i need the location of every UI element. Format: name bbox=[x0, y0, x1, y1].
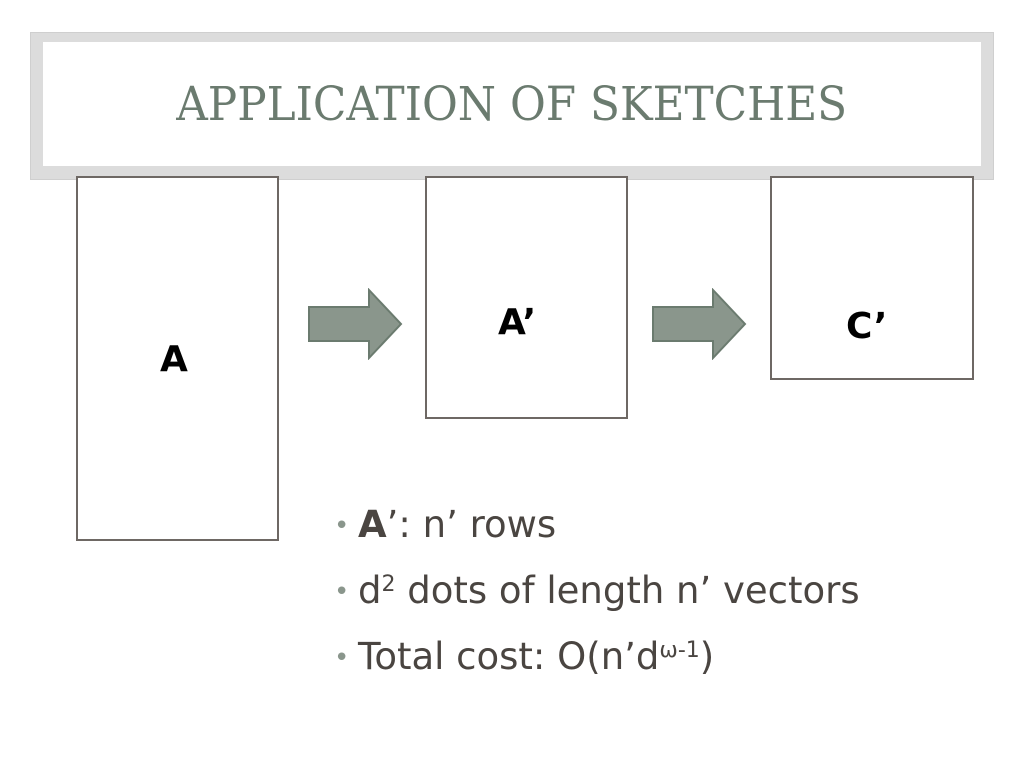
matrix-a-prime-label: A’ bbox=[498, 302, 537, 343]
right-arrow-icon bbox=[308, 288, 403, 360]
matrix-c-prime-label: C’ bbox=[846, 306, 888, 347]
matrix-c-prime-box bbox=[770, 176, 974, 380]
bullet-text: d bbox=[358, 569, 382, 612]
bullet-item: • Total cost: O(n’dω-1) bbox=[334, 632, 1014, 698]
slide-title: APPLICATION OF SKETCHES bbox=[176, 76, 848, 132]
matrix-a-label: A bbox=[160, 339, 188, 380]
bullet-superscript: ω-1 bbox=[659, 638, 700, 663]
matrix-a-box bbox=[76, 176, 279, 541]
bullet-icon: • bbox=[334, 577, 350, 607]
bullet-text: Total cost: O(n’d bbox=[358, 635, 660, 678]
bullet-text: ’: n’ rows bbox=[386, 503, 557, 546]
matrix-a-prime-box bbox=[425, 176, 628, 419]
bullet-item: • A’: n’ rows bbox=[334, 500, 1014, 566]
bullet-item: • d2 dots of length n’ vectors bbox=[334, 566, 1014, 632]
bullet-text-after: dots of length n’ vectors bbox=[395, 569, 860, 612]
title-box: APPLICATION OF SKETCHES bbox=[43, 42, 981, 166]
bullet-bold-text: A bbox=[358, 503, 387, 546]
bullet-superscript: 2 bbox=[381, 572, 396, 597]
bullet-icon: • bbox=[334, 511, 350, 541]
bullet-text-after: ) bbox=[699, 635, 715, 678]
bullet-list: • A’: n’ rows • d2 dots of length n’ vecto… bbox=[334, 500, 1014, 698]
bullet-icon: • bbox=[334, 643, 350, 673]
right-arrow-icon bbox=[652, 288, 747, 360]
title-frame: APPLICATION OF SKETCHES bbox=[30, 32, 994, 180]
